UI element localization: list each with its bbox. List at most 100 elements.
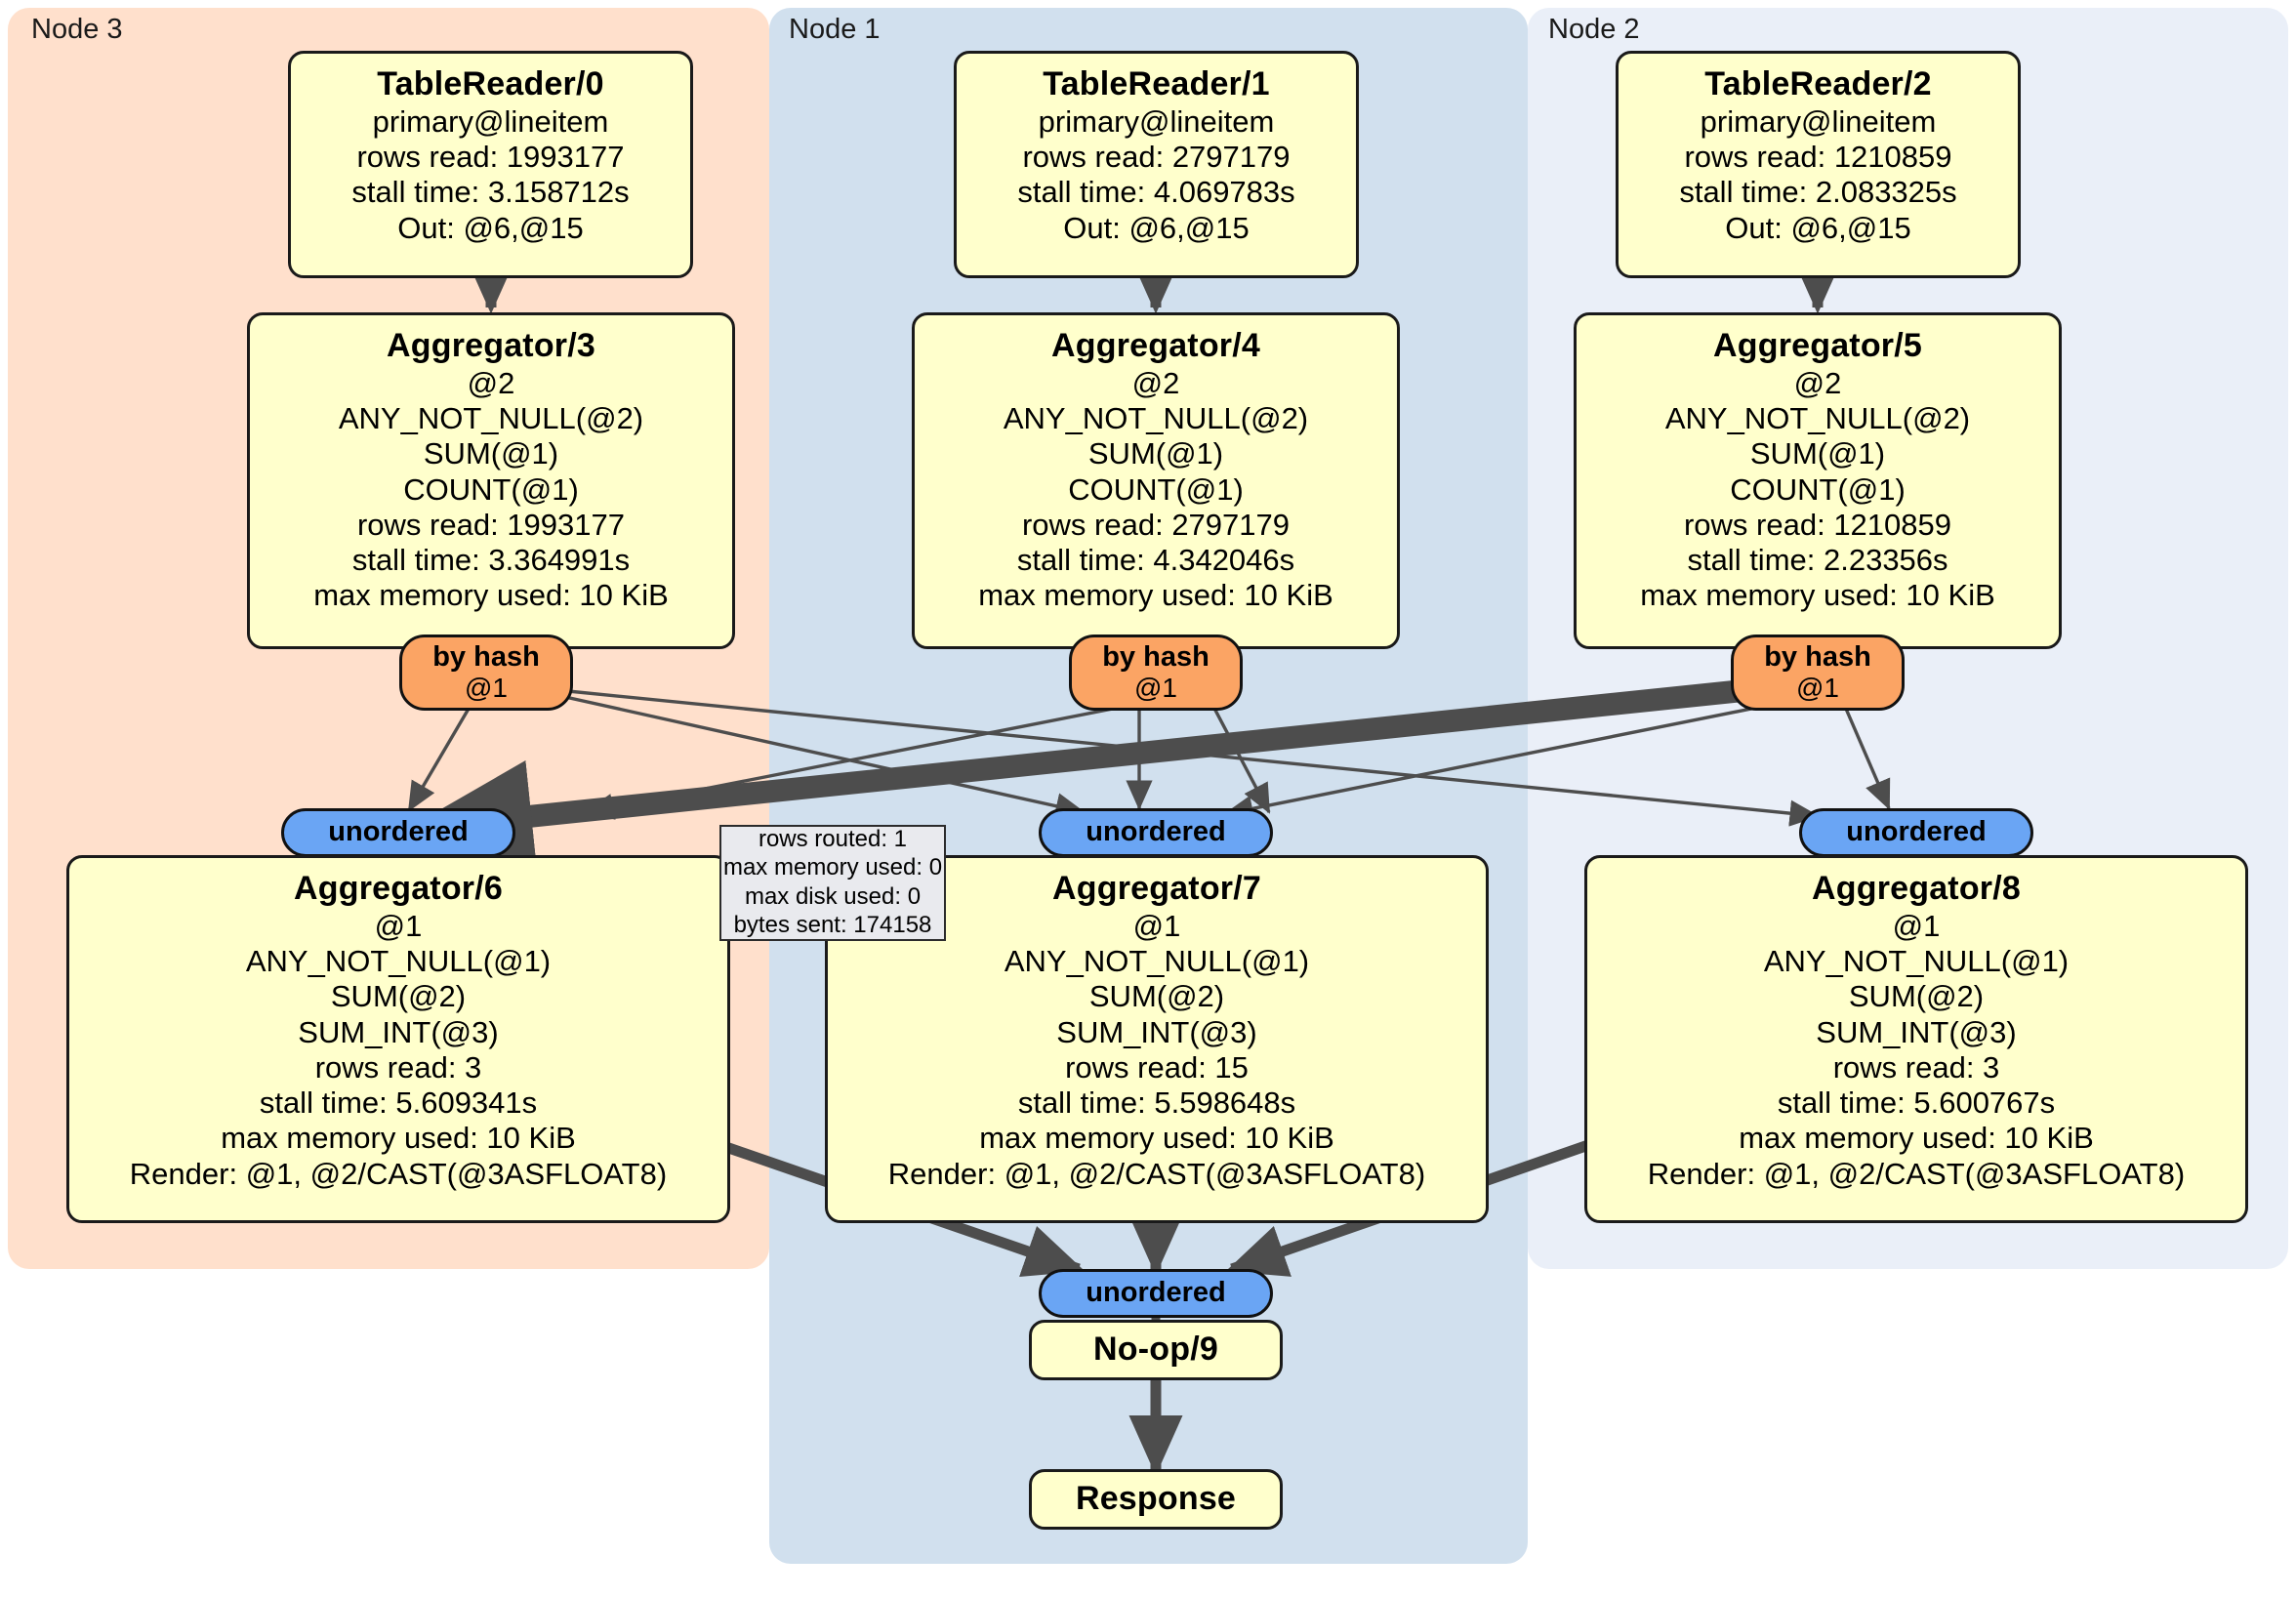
operator-line: SUM_INT(@3) [298, 1014, 499, 1049]
operator-line: stall time: 4.069783s [1017, 175, 1295, 210]
operator-line: rows read: 2797179 [1021, 507, 1291, 542]
operator-line: rows read: 1210859 [1684, 140, 1952, 175]
operator-line: @1 [374, 908, 423, 943]
operator-line: rows read: 3 [1832, 1049, 2000, 1085]
synchronizer-label: unordered [1086, 1277, 1226, 1309]
synchronizer-label: unordered [328, 816, 469, 848]
operator-title: TableReader/1 [1043, 65, 1270, 102]
operator-line: COUNT(@1) [1730, 471, 1906, 507]
operator-line: SUM(@2) [1088, 979, 1225, 1014]
operator-line: stall time: 4.342046s [1016, 543, 1295, 578]
operator-line: COUNT(@1) [403, 471, 579, 507]
operator-line: max memory used: 10 KiB [221, 1121, 576, 1156]
operator-line: SUM_INT(@3) [1816, 1014, 2017, 1049]
operator-title: Aggregator/8 [1812, 870, 2021, 907]
operator-line: SUM_INT(@3) [1056, 1014, 1257, 1049]
cluster-label-node3: Node 3 [31, 14, 123, 45]
operator-title: Aggregator/6 [294, 870, 503, 907]
operator-line: @1 [1892, 908, 1941, 943]
tooltip-line: rows routed: 1 [758, 825, 908, 852]
operator-noop-9[interactable]: No-op/9 [1029, 1320, 1283, 1380]
operator-line: stall time: 3.364991s [351, 543, 631, 578]
operator-line: max memory used: 10 KiB [979, 1121, 1334, 1156]
operator-line: Render: @1, @2/CAST(@3ASFLOAT8) [1647, 1156, 2186, 1191]
operator-line: ANY_NOT_NULL(@2) [338, 401, 644, 436]
operator-line: COUNT(@1) [1068, 471, 1244, 507]
operator-line: ANY_NOT_NULL(@2) [1003, 401, 1309, 436]
operator-line: @2 [1131, 365, 1180, 400]
operator-line: ANY_NOT_NULL(@1) [1763, 944, 2070, 979]
operator-title: Aggregator/4 [1051, 327, 1260, 364]
synchronizer-unordered-2[interactable]: unordered [1799, 808, 2033, 857]
operator-tablereader-1[interactable]: TableReader/1 primary@lineitem rows read… [954, 51, 1359, 278]
router-column: @1 [465, 672, 508, 703]
operator-line: primary@lineitem [1700, 103, 1937, 139]
operator-title: Aggregator/3 [387, 327, 595, 364]
operator-line: max memory used: 10 KiB [313, 578, 669, 613]
operator-line: Out: @6,@15 [397, 210, 584, 245]
router-label: by hash [432, 640, 540, 673]
router-by-hash-1[interactable]: by hash @1 [1069, 635, 1243, 711]
synchronizer-unordered-final[interactable]: unordered [1039, 1269, 1273, 1318]
operator-aggregator-6[interactable]: Aggregator/6 @1 ANY_NOT_NULL(@1) SUM(@2)… [66, 855, 730, 1223]
operator-line: @2 [467, 365, 515, 400]
operator-line: Out: @6,@15 [1725, 210, 1911, 245]
operator-line: ANY_NOT_NULL(@1) [245, 944, 552, 979]
synchronizer-label: unordered [1086, 816, 1226, 848]
operator-tablereader-0[interactable]: TableReader/0 primary@lineitem rows read… [288, 51, 693, 278]
operator-line: rows read: 15 [1065, 1049, 1249, 1085]
tooltip-line: max disk used: 0 [744, 882, 922, 910]
operator-line: stall time: 5.609341s [259, 1085, 538, 1121]
operator-response[interactable]: Response [1029, 1469, 1283, 1530]
operator-line: rows read: 1993177 [356, 507, 626, 542]
router-column: @1 [1796, 672, 1839, 703]
operator-aggregator-3[interactable]: Aggregator/3 @2 ANY_NOT_NULL(@2) SUM(@1)… [247, 312, 735, 649]
router-by-hash-2[interactable]: by hash @1 [1731, 635, 1905, 711]
operator-line: SUM(@1) [423, 436, 559, 471]
operator-title: TableReader/2 [1704, 65, 1932, 102]
operator-line: Out: @6,@15 [1063, 210, 1250, 245]
operator-line: Render: @1, @2/CAST(@3ASFLOAT8) [887, 1156, 1426, 1191]
operator-title: Aggregator/5 [1713, 327, 1922, 364]
router-by-hash-0[interactable]: by hash @1 [399, 635, 573, 711]
router-label: by hash [1102, 640, 1210, 673]
operator-line: @1 [1132, 908, 1181, 943]
tooltip-line: bytes sent: 174158 [733, 911, 932, 938]
operator-aggregator-4[interactable]: Aggregator/4 @2 ANY_NOT_NULL(@2) SUM(@1)… [912, 312, 1400, 649]
synchronizer-unordered-1[interactable]: unordered [1039, 808, 1273, 857]
operator-aggregator-8[interactable]: Aggregator/8 @1 ANY_NOT_NULL(@1) SUM(@2)… [1584, 855, 2248, 1223]
operator-line: stall time: 5.600767s [1777, 1085, 2056, 1121]
router-column: @1 [1134, 672, 1177, 703]
operator-line: rows read: 3 [314, 1049, 482, 1085]
operator-line: max memory used: 10 KiB [1640, 578, 1995, 613]
operator-line: SUM(@2) [1848, 979, 1985, 1014]
operator-line: max memory used: 10 KiB [978, 578, 1333, 613]
operator-line: rows read: 1993177 [356, 140, 625, 175]
tooltip-line: max memory used: 0 [722, 854, 943, 881]
operator-line: SUM(@1) [1087, 436, 1224, 471]
cluster-label-node2: Node 2 [1548, 14, 1640, 45]
router-stats-tooltip: rows routed: 1 max memory used: 0 max di… [719, 825, 946, 941]
cluster-label-node1: Node 1 [789, 14, 881, 45]
synchronizer-unordered-0[interactable]: unordered [281, 808, 515, 857]
operator-line: @2 [1793, 365, 1842, 400]
operator-line: rows read: 2797179 [1022, 140, 1291, 175]
operator-line: ANY_NOT_NULL(@2) [1664, 401, 1971, 436]
operator-line: SUM(@1) [1749, 436, 1886, 471]
operator-title: Aggregator/7 [1052, 870, 1261, 907]
operator-tablereader-2[interactable]: TableReader/2 primary@lineitem rows read… [1616, 51, 2021, 278]
operator-line: stall time: 2.23356s [1687, 543, 1948, 578]
operator-line: Render: @1, @2/CAST(@3ASFLOAT8) [129, 1156, 668, 1191]
synchronizer-label: unordered [1846, 816, 1987, 848]
operator-line: primary@lineitem [372, 103, 609, 139]
operator-title: No-op/9 [1093, 1331, 1218, 1369]
operator-line: rows read: 1210859 [1683, 507, 1952, 542]
operator-line: stall time: 2.083325s [1679, 175, 1957, 210]
operator-line: primary@lineitem [1038, 103, 1275, 139]
operator-line: stall time: 5.598648s [1017, 1085, 1296, 1121]
router-label: by hash [1764, 640, 1871, 673]
operator-title: Response [1075, 1480, 1237, 1518]
operator-line: max memory used: 10 KiB [1739, 1121, 2094, 1156]
operator-aggregator-5[interactable]: Aggregator/5 @2 ANY_NOT_NULL(@2) SUM(@1)… [1574, 312, 2062, 649]
